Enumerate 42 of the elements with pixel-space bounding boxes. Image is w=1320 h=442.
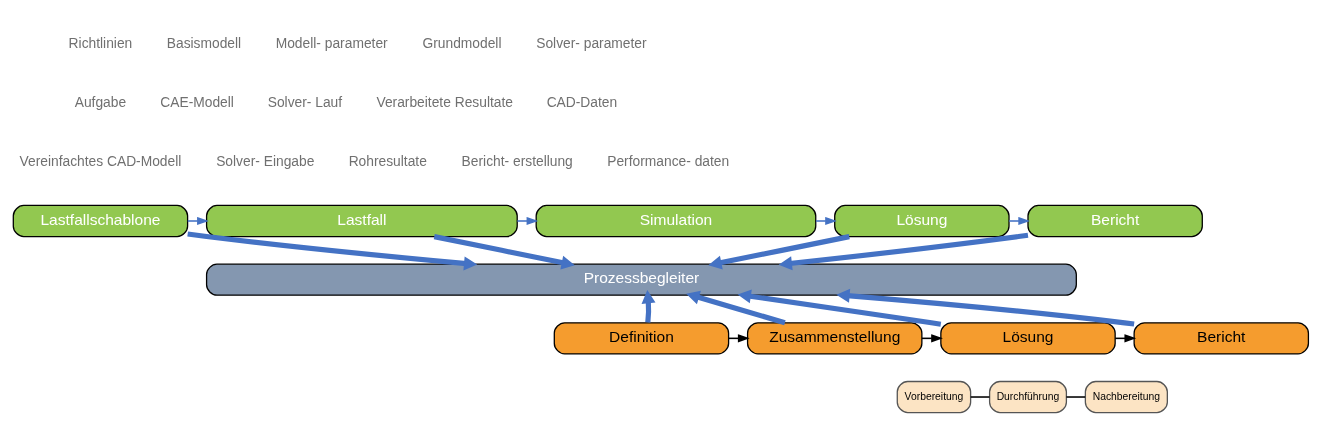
node-box: Lastfall (205, 204, 518, 238)
node-box: Durchführung (988, 380, 1068, 414)
node-box: Lastfallschablone (12, 204, 189, 238)
arrow (187, 231, 478, 271)
node-box: Zusammenstellung (746, 322, 923, 355)
node-box: Lösung (834, 204, 1010, 238)
node-box: Vorbereitung (896, 380, 972, 414)
label: Vereinfachtes CAD-Modell (19, 153, 182, 169)
label: Richtlinien (68, 36, 133, 52)
node-box: Lösung (940, 322, 1116, 355)
node-box: Bericht (1133, 322, 1310, 355)
label: Bericht- erstellung (461, 153, 573, 169)
label: Performance- daten (607, 153, 730, 169)
arrow (641, 289, 656, 323)
label: Solver- Lauf (267, 94, 343, 110)
node-box: Nachbereitung (1084, 380, 1168, 414)
node-box: Simulation (535, 204, 817, 238)
label: CAD-Daten (546, 94, 618, 110)
arrow (433, 234, 575, 270)
label: Aufgabe (74, 94, 127, 110)
node-box: Prozessbegleiter (205, 263, 1077, 296)
arrow (778, 232, 1029, 271)
arrow (516, 216, 539, 226)
arrow (686, 290, 786, 326)
arrow (815, 216, 837, 226)
connector (969, 396, 991, 398)
arrow (836, 288, 1135, 327)
arrow (708, 234, 850, 270)
label: Solver- parameter (536, 36, 647, 52)
label: Grundmodell (422, 36, 502, 52)
arrow (1008, 216, 1031, 226)
label: Rohresultate (348, 153, 427, 169)
node-box: Bericht (1027, 204, 1203, 238)
label: Solver- Eingabe (216, 153, 315, 169)
label: Modell- parameter (275, 36, 388, 52)
label: Verarbeitete Resultate (376, 94, 513, 110)
node-box: Definition (553, 322, 730, 355)
label: CAE-Modell (160, 94, 234, 110)
arrow (737, 289, 942, 327)
arrow (187, 216, 209, 226)
label: Basismodell (166, 36, 242, 52)
connector (1065, 396, 1086, 398)
